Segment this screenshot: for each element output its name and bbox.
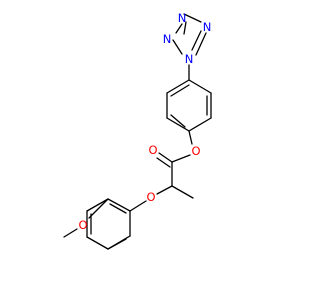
bond-19 (156, 157, 171, 168)
bond-11 (166, 117, 190, 132)
atom-o-ether: O (146, 190, 155, 204)
bond-3 (195, 32, 207, 56)
bond-lines (63, 13, 212, 250)
bond-26 (107, 238, 127, 250)
bond-0 (175, 23, 183, 34)
bond-17 (171, 154, 191, 163)
bond-34 (63, 228, 78, 238)
molecule-structure: N N N N O O O O (63, 11, 212, 250)
atom-n4: N (185, 52, 194, 66)
bond-30 (86, 198, 109, 212)
atom-n3: N (163, 32, 172, 46)
bond-21 (171, 185, 194, 199)
bond-10 (188, 117, 212, 132)
bond-27 (86, 236, 109, 250)
bond-16 (188, 130, 193, 145)
atom-o-carbonyl: O (148, 143, 157, 157)
bond-7 (188, 79, 212, 94)
bond-4 (191, 30, 202, 51)
bond-23 (129, 200, 147, 212)
bond-14 (166, 79, 190, 94)
bond-5 (183, 21, 187, 35)
atom-n2: N (203, 20, 212, 34)
atom-o-ester: O (191, 144, 200, 158)
bond-22 (156, 185, 173, 195)
bond-1 (172, 39, 183, 55)
bond-12 (170, 114, 186, 128)
atom-o-methoxy: O (78, 218, 87, 232)
bond-31 (107, 198, 131, 212)
atom-labels: N N N N O O O O (78, 11, 211, 232)
atom-n1: N (178, 11, 187, 25)
bond-18 (158, 152, 173, 163)
bond-33 (88, 198, 109, 219)
bond-2 (183, 13, 202, 23)
bond-32 (109, 203, 127, 214)
bond-15 (170, 84, 190, 97)
